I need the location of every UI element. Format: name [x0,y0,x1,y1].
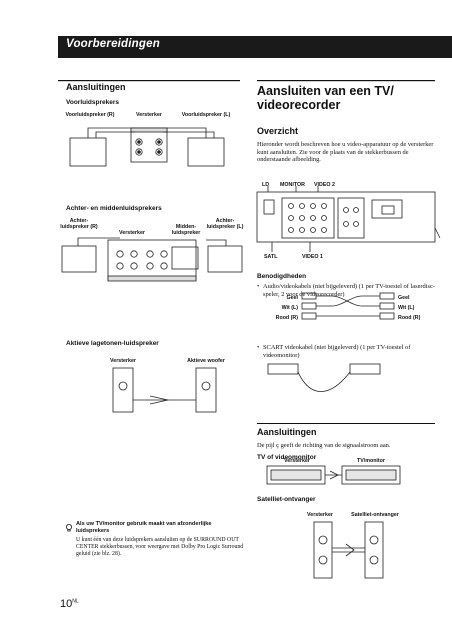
front-speaker-right [187,137,225,167]
sat-jacks [364,521,384,579]
satellite-receiver-label: Satelliet-ontvanger [351,512,399,518]
label-monitor: MONITOR [280,182,305,188]
tv-monitor-heading: TV of videomonitor [257,454,317,461]
label-ld: LD [262,182,270,188]
tv-monitor-label: TV/monitor [357,458,385,464]
active-woofer-label: Aktieve woofer [187,358,225,364]
cable-left-yellow: Geel [286,295,298,301]
requirement-scart-cable: SCART videokabel (niet bijgeleverd) (1 p… [263,344,411,359]
rear-center-heading: Achter- en middenluidsprekers [66,205,162,212]
page-number-suffix: NL [72,598,79,605]
overview-body: Hieronder wordt beschreven hoe u video-a… [257,141,434,164]
front-left-speaker-label: Voorluidspreker (R) [65,112,115,118]
woofer-jack [195,367,217,413]
connections-heading: Aansluitingen [66,82,126,92]
rear-speaker-left [61,245,97,273]
cable-right-yellow: Geel [398,295,410,301]
page-number: 10NL [60,598,79,610]
woofer-amplifier-label: Versterker [110,358,136,364]
tip-body: U kunt één van deze luidsprekers aanslui… [76,537,244,557]
center-speaker [171,246,199,270]
rear-amplifier-label: Versterker [119,230,145,236]
section-header-title: Voorbereidingen [66,38,160,50]
page-number-value: 10 [60,598,73,610]
satellite-heading: Satelliet-ontvanger [257,496,316,503]
section-header-bar [58,36,452,58]
av-cable [301,292,395,320]
bullet-1: • [257,283,260,290]
rear-right-speaker-label: Achter-luidspreker (L) [206,218,244,231]
connections-heading-right: Aansluitingen [257,427,317,437]
center-speaker-label: Midden-luidspreker [171,224,201,237]
amplifier-rear-panel [256,191,436,243]
page-title-line2: videorecorder [257,98,341,112]
rear-left-speaker-label: Achter-luidspreker (R) [60,218,98,231]
woofer-heading: Aktieve lagetonen-luidspreker [66,340,159,347]
label-satl: SATL [264,254,278,260]
requirements-heading: Benodigdheden [257,273,307,280]
cable-left-white: Wit (L) [281,305,298,311]
overview-heading: Overzicht [257,126,299,136]
tip-lightbulb-icon [66,524,72,532]
cable-right-labels: Geel Wit (L) Rood (R) [398,293,438,323]
bullet-2: • [257,344,260,351]
rear-center-amp-terminal [107,239,197,281]
sat-amplifier-label: Versterker [307,512,333,518]
front-speakers-heading: Voorluidsprekers [66,99,119,106]
label-video2: VIDEO 2 [314,182,335,188]
woofer-amp-jack [112,367,134,413]
requirement-av-cables: Audio/videokabels (niet bijgeleverd) (1 … [263,283,435,298]
page-title-line1: Aansluiten van een TV/ [257,84,394,98]
tip-title: Als uw TV/monitor gebruik maakt van afzo… [76,521,212,534]
tv-amplifier-label: Versterker [284,458,310,464]
front-speaker-left [69,137,107,167]
cable-right-red: Rood (R) [398,315,421,321]
cable-left-red: Rood (R) [275,315,298,321]
label-video1: VIDEO 1 [302,254,323,260]
front-amp-terminal [130,127,168,163]
sat-amp-jacks [313,521,333,579]
front-amplifier-label: Versterker [136,112,162,118]
scart-cable [267,363,381,392]
cable-left-labels: Geel Wit (L) Rood (R) [262,293,298,323]
front-right-speaker-label: Voorluidspreker (L) [181,112,231,118]
page-title: Aansluiten van een TV/ videorecorder [257,84,447,112]
arrow-legend: De pijl ç geeft de richting van de signa… [257,442,391,449]
cable-right-white: Wit (L) [398,305,415,311]
rear-speaker-right [207,245,243,273]
